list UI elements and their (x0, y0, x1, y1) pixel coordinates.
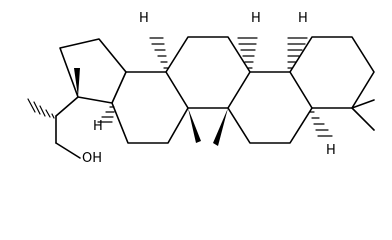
wedge-methyl-c14 (213, 108, 228, 146)
gem-methyl-1 (351, 107, 375, 131)
gem-methyl-2 (351, 99, 375, 109)
side-chain-o (55, 142, 81, 159)
atom-label-h: H (326, 143, 336, 158)
ring-e (59, 38, 127, 104)
hash-h-c13 (149, 37, 169, 69)
atom-labels: H H H H H OH (82, 11, 336, 166)
side-chain-c1 (55, 96, 79, 117)
atom-label-h: H (298, 11, 308, 26)
structure-diagram: H H H H H OH (27, 11, 375, 166)
solid-wedges (74, 68, 228, 146)
atom-label-h: H (251, 11, 261, 26)
atom-label-h: H (93, 119, 103, 134)
bond-skeleton (55, 36, 375, 159)
hashed-wedges (27, 37, 333, 137)
hash-h-c10 (309, 111, 333, 137)
ring-d (111, 71, 189, 144)
ring-c (165, 36, 251, 109)
hash-h-c9 (237, 37, 258, 69)
wedge-methyl-c8 (188, 108, 201, 143)
ring-a (289, 36, 375, 109)
hash-side-methyl (27, 98, 55, 119)
wedge-c17 (74, 68, 80, 97)
atom-label-h: H (139, 11, 149, 26)
hash-h-c18 (97, 106, 115, 123)
ring-b (227, 71, 313, 144)
atom-label-oh: OH (82, 151, 102, 166)
hash-h-c5 (287, 37, 308, 69)
